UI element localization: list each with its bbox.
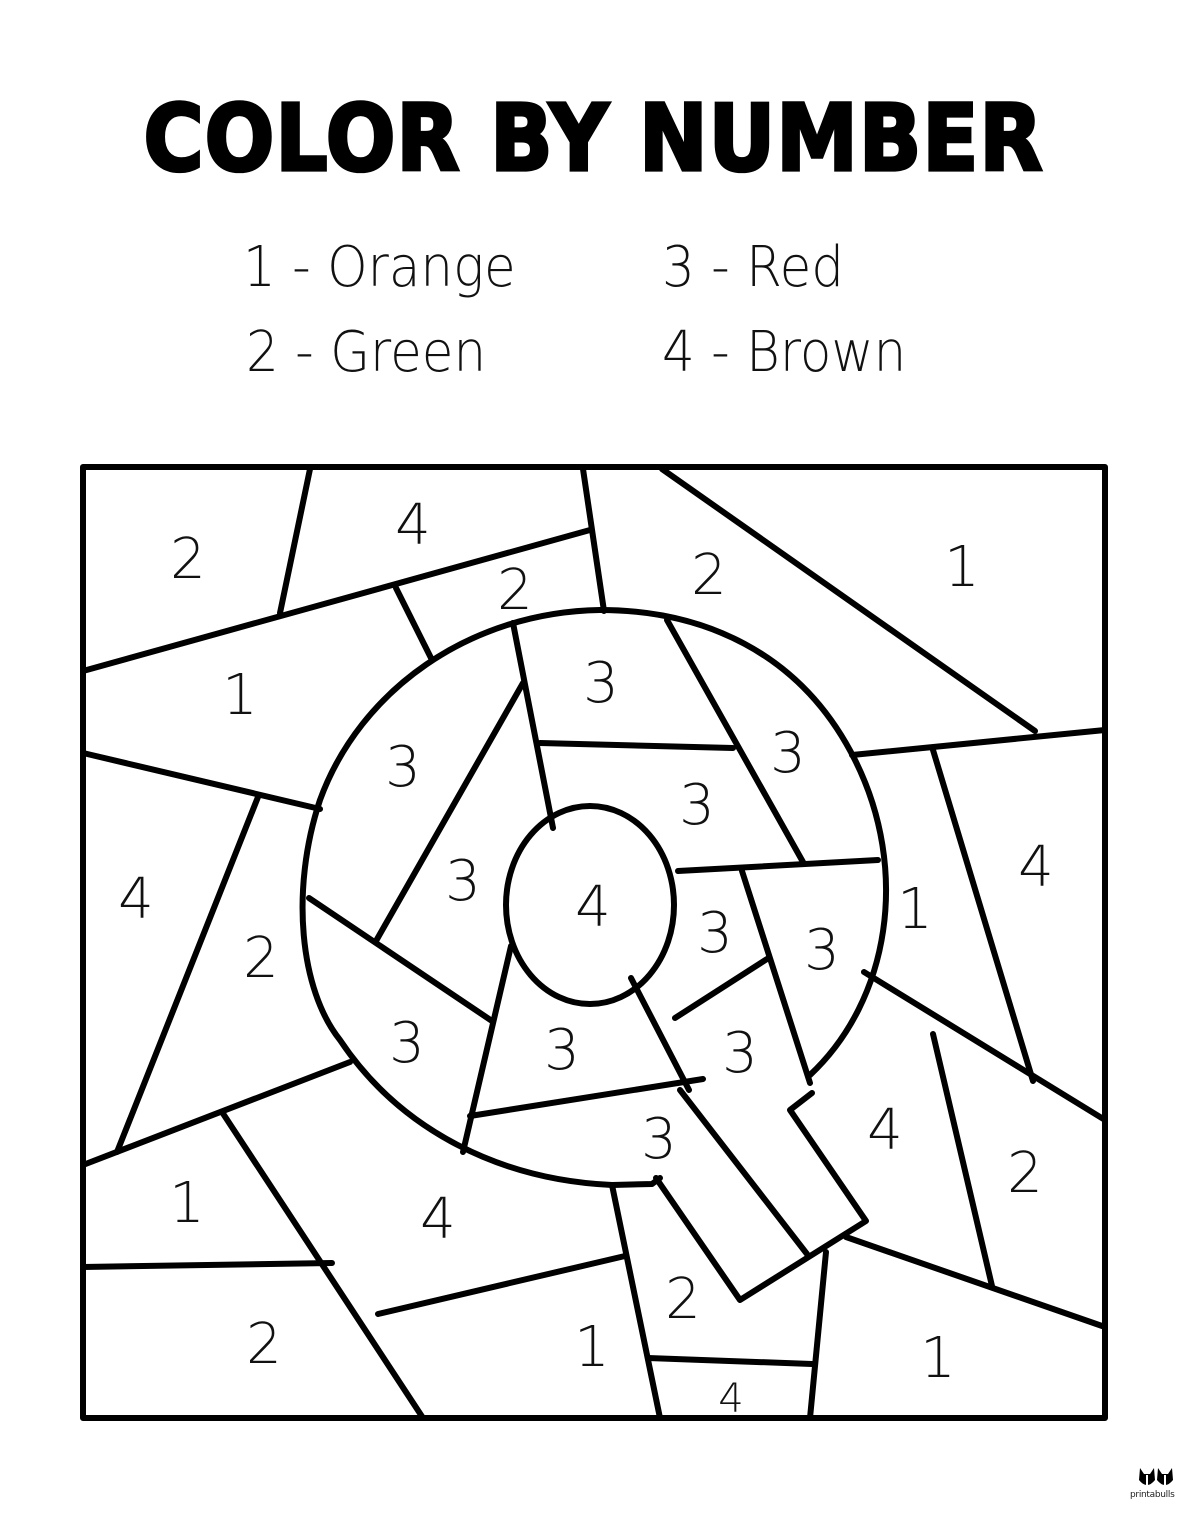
region-border [739, 868, 813, 1086]
region-border [645, 1355, 815, 1367]
region-number-label: 3 [544, 1018, 580, 1083]
printabulls-logo: printabulls [1130, 1466, 1182, 1506]
region-number-label: 2 [691, 543, 727, 608]
region-number-label: 2 [665, 1267, 701, 1332]
region-border [393, 585, 435, 663]
region-number-label: 1 [944, 535, 980, 600]
region-number-label: 3 [389, 1011, 425, 1076]
region-number-label: 3 [722, 1021, 758, 1086]
region-border [306, 895, 495, 1024]
puzzle-frame [80, 464, 1108, 1421]
legend-item-green: 2 - Green [246, 320, 487, 385]
region-number-label: 3 [679, 773, 715, 838]
region-number-label: 1 [897, 877, 933, 942]
region-border [277, 466, 313, 616]
region-number-label: 1 [222, 663, 258, 728]
region-border [114, 794, 261, 1155]
region-number-label: 3 [385, 735, 421, 800]
page-title: COLOR BY NUMBER [142, 84, 1044, 194]
center-oval [503, 803, 677, 1007]
region-border [628, 975, 692, 1093]
region-number-label: 3 [583, 651, 619, 716]
region-border [375, 1253, 628, 1317]
legend-item-orange: 1 - Orange [243, 235, 516, 300]
bulldog-logo-icon [1139, 1468, 1173, 1485]
region-number-label: 4 [1018, 835, 1054, 900]
region-border [80, 1059, 353, 1168]
region-border [861, 969, 1108, 1123]
region-number-label: 4 [718, 1376, 743, 1422]
region-number-label: 1 [574, 1315, 610, 1380]
region-border [460, 943, 514, 1155]
region-border [849, 727, 1108, 758]
region-border [659, 466, 1038, 734]
region-number-label: 4 [575, 875, 611, 940]
region-border [930, 1031, 995, 1289]
legend-item-brown: 4 - Brown [662, 320, 907, 385]
legend-item-red: 3 - Red [662, 235, 845, 300]
region-number-label: 4 [118, 867, 154, 932]
region-number-label: 4 [867, 1098, 903, 1163]
region-border [580, 466, 607, 614]
region-border [672, 956, 770, 1021]
region-number-label: 4 [420, 1187, 456, 1252]
region-border [80, 527, 593, 674]
region-number-label: 3 [770, 721, 806, 786]
region-border [807, 1249, 829, 1421]
region-number-label: 1 [920, 1326, 956, 1391]
region-border [80, 1260, 335, 1270]
region-border [467, 1076, 706, 1119]
region-border [510, 620, 556, 831]
region-number-label: 3 [697, 901, 733, 966]
region-number-label: 1 [169, 1171, 205, 1236]
region-border [609, 1182, 663, 1421]
ring-outer [299, 607, 889, 1188]
region-border [373, 680, 526, 944]
region-border [80, 750, 323, 812]
region-number-label: 4 [395, 493, 431, 558]
region-number-label: 2 [170, 527, 206, 592]
region-number-label: 3 [641, 1107, 677, 1172]
region-number-label: 2 [497, 558, 533, 623]
region-number-label: 3 [445, 849, 481, 914]
region-number-label: 3 [804, 918, 840, 983]
region-border [664, 617, 806, 865]
region-number-label: 2 [1007, 1141, 1043, 1206]
region-border [675, 857, 881, 874]
region-border [843, 1234, 1108, 1330]
region-number-label: 2 [243, 926, 279, 991]
region-border [677, 1087, 810, 1257]
region-border [537, 740, 736, 751]
region-number-label: 2 [246, 1312, 282, 1377]
arrow-shape [653, 1090, 869, 1303]
region-border [930, 747, 1036, 1084]
watermark-text: printabulls [1130, 1490, 1175, 1500]
